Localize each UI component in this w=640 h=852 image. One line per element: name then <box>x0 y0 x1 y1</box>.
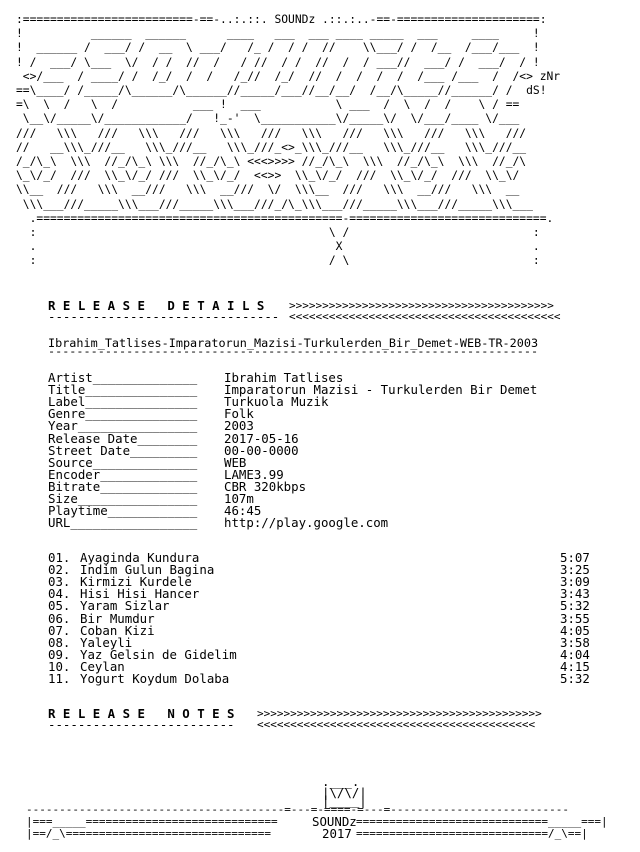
track-title: Coban Kizi <box>80 622 155 638</box>
track-time: 3:55 <box>560 610 590 626</box>
field-value: WEB <box>224 454 247 470</box>
footer-brand: SOUNDz <box>312 814 357 829</box>
field-label: Playtime____________ <box>48 503 198 519</box>
field-label: Genre_______________ <box>48 406 198 422</box>
field-label: Street Date_________ <box>48 442 198 458</box>
release-name: Ibrahim_Tatlises-Imparatorun_Mazisi-Turk… <box>48 336 539 350</box>
field-value: 2003 <box>224 418 254 434</box>
footer-right-top: =============================_____===| <box>356 815 608 828</box>
ascii-art-line: . X . <box>16 240 540 254</box>
ascii-art-line: ! ______ / ___/ / __ \ ___/ /_ / / / // … <box>16 41 540 55</box>
release-name-rule: ----------------------------------------… <box>48 344 539 358</box>
track-time: 3:43 <box>560 586 590 602</box>
track-time: 4:15 <box>560 658 590 674</box>
field-value: 46:45 <box>224 503 262 519</box>
ascii-art-line: ==\____/ /_____/\______/\______//_____/_… <box>16 84 547 97</box>
footer-left-top: |===_____============================= <box>26 815 278 828</box>
ascii-art-line: ! ______ ______ ____ ___ ___ ____ _____ … <box>16 27 540 41</box>
track-title: Yaram Sizlar <box>80 598 170 614</box>
field-value: CBR 320kbps <box>224 478 307 494</box>
field-label: Title_______________ <box>48 382 198 398</box>
crown-icon-line-2: |\/\/| <box>322 785 367 800</box>
track-number: 03. <box>48 574 71 590</box>
field-value: LAME3.99 <box>224 466 284 482</box>
crown-icon-line-3: |____| <box>322 793 367 808</box>
release-details-arrows-left: <<<<<<<<<<<<<<<<<<<<<<<<<<<<<<<<<<<<<<<<… <box>289 310 561 323</box>
track-time: 4:04 <box>560 646 590 662</box>
track-number: 01. <box>48 550 71 565</box>
field-label: Bitrate_____________ <box>48 478 198 494</box>
track-number: 06. <box>48 610 71 626</box>
ascii-art-line: <>/___ / ____/ / /_/ / / /_// /_/ // / /… <box>16 69 561 83</box>
track-title: Indim Gulun Bagina <box>80 562 215 578</box>
field-value: http://play.google.com <box>224 515 389 531</box>
field-label: URL_________________ <box>48 515 198 531</box>
field-label: Size________________ <box>48 491 198 506</box>
field-value: Turkuola Muzik <box>224 394 329 410</box>
field-label: Label_______________ <box>48 394 198 410</box>
track-title: Kirmizi Kurdele <box>80 574 192 590</box>
field-label: Artist______________ <box>48 370 198 385</box>
track-number: 07. <box>48 622 71 638</box>
track-number: 08. <box>48 634 71 650</box>
track-time: 3:25 <box>560 562 590 578</box>
ascii-art-line: \\\___///_____\\\___///_____\\\___///_/\… <box>16 197 533 211</box>
track-number: 11. <box>48 671 71 686</box>
field-label: Release Date________ <box>48 430 198 446</box>
track-title: Yaz Gelsin de Gidelim <box>80 646 237 662</box>
footer-rule: ---------------------------------------=… <box>26 803 570 816</box>
field-value: 00-00-0000 <box>224 442 299 458</box>
field-value: Ibrahim Tatlises <box>224 370 344 385</box>
ascii-art-line: /// \\\ /// \\\ /// \\\ /// \\\ /// \\\ … <box>16 126 527 140</box>
track-time: 5:07 <box>560 550 590 565</box>
ascii-art-line: \\__ /// \\\ __/// \\\ __/// \/ \\\__ //… <box>16 183 520 197</box>
release-notes-arrows-right: >>>>>>>>>>>>>>>>>>>>>>>>>>>>>>>>>>>>>>>>… <box>257 707 542 720</box>
release-details-underline: ------------------------------- <box>48 309 280 324</box>
ascii-art-line: : \ / : <box>16 226 540 239</box>
field-value: 2017-05-16 <box>224 430 299 446</box>
field-label: Encoder_____________ <box>48 466 198 482</box>
track-title: Ayaginda Kundura <box>80 550 200 565</box>
ascii-art-line: // __\\\_///__ \\\_///__ \\\_///_<>_\\\_… <box>16 140 527 154</box>
track-number: 05. <box>48 598 71 614</box>
release-notes-underline: ------------------------- <box>48 717 235 732</box>
track-number: 04. <box>48 586 71 602</box>
track-time: 5:32 <box>560 671 590 686</box>
track-time: 3:58 <box>560 634 590 650</box>
footer-year: 2017 <box>322 826 352 841</box>
field-value: Folk <box>224 406 254 422</box>
release-details-heading: R E L E A S E D E T A I L S <box>48 298 265 313</box>
field-label: Year________________ <box>48 418 198 434</box>
ascii-art-line: : / \ : <box>16 254 540 268</box>
track-time: 5:32 <box>560 598 590 614</box>
track-number: 10. <box>48 658 71 674</box>
ascii-art-line: ! / ___/ \___ \/ / / // / / // / / // / … <box>16 55 540 69</box>
ascii-art-line: /_/\_\ \\\ //_/\_\ \\\ //_/\_\ <<<>>>> /… <box>16 155 527 168</box>
release-notes-arrows-left: <<<<<<<<<<<<<<<<<<<<<<<<<<<<<<<<<<<<<<<<… <box>257 718 536 731</box>
footer-left-bottom: |==/_\=============================== <box>26 827 272 840</box>
track-title: Bir Mumdur <box>80 610 155 626</box>
field-value: 107m <box>224 491 254 506</box>
track-time: 4:05 <box>560 622 590 638</box>
track-title: Hisi Hisi Hancer <box>80 586 200 602</box>
track-title: Ceylan <box>80 658 125 674</box>
field-value: Imparatorun Mazisi - Turkulerden Bir Dem… <box>224 382 538 398</box>
ascii-art-line: =\ \ / \ / ___ ! ___ \ ___ / \ / / \ / =… <box>16 98 520 112</box>
track-number: 02. <box>48 562 71 578</box>
footer-right-bottom: =============================/_\==| <box>356 827 588 840</box>
track-time: 3:09 <box>560 574 590 590</box>
ascii-art-line: \_\/_/ /// \\_\/_/ /// \\_\/_/ <<>> \\_\… <box>16 169 520 183</box>
ascii-art-line: .=======================================… <box>16 211 554 225</box>
track-title: Yaleyli <box>80 634 133 650</box>
track-number: 09. <box>48 646 71 662</box>
track-title: Yogurt Koydum Dolaba <box>80 671 230 686</box>
ascii-art-line: :=========================-==-..:.::. SO… <box>16 13 547 26</box>
ascii-art-line: \__\/_____\/____________/ !_-' \________… <box>16 112 520 126</box>
release-details-arrows-right: >>>>>>>>>>>>>>>>>>>>>>>>>>>>>>>>>>>>>>>> <box>289 299 554 312</box>
crown-icon-line-1: .___. <box>322 774 360 789</box>
release-notes-heading: R E L E A S E N O T E S <box>48 706 235 721</box>
field-label: Source______________ <box>48 454 198 470</box>
